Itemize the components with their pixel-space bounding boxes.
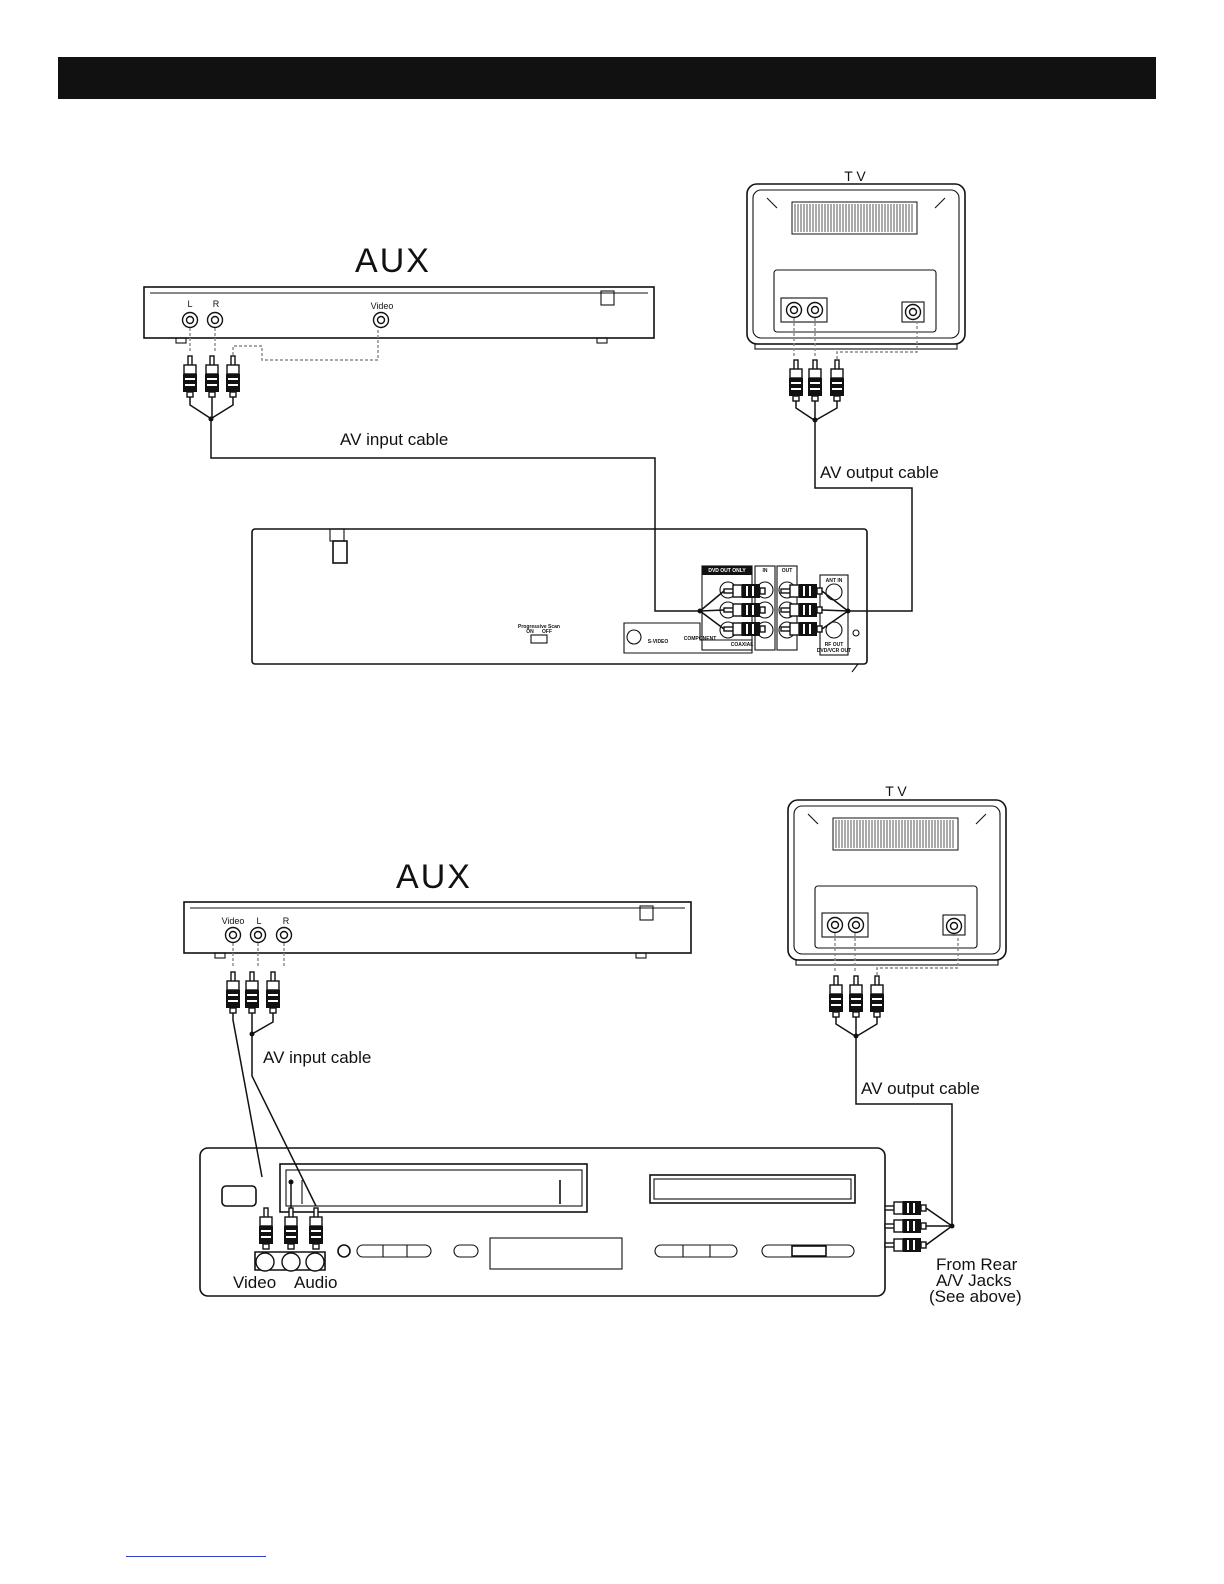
rear-ant-in-label: ANT IN (826, 578, 843, 584)
rear-dvd-out-label: DVD OUT ONLY (708, 568, 746, 574)
rear-in-label: IN (763, 568, 768, 574)
bottom-aux-jack-r: R (283, 916, 290, 926)
top-tv-label: T V (844, 168, 866, 184)
rear-on-label: ON (526, 629, 534, 635)
rear-prog-scan-label: Progressive Scan (518, 624, 560, 630)
top-aux-jack-l: L (187, 299, 192, 309)
top-output-cable-label: AV output cable (820, 463, 939, 482)
front-audio-label: Audio (294, 1273, 337, 1292)
top-aux-label: AUX (355, 242, 431, 280)
top-aux-jack-video: Video (371, 301, 394, 311)
rear-svideo-label: S-VIDEO (648, 639, 669, 645)
top-tv-plugs (789, 318, 917, 423)
bottom-tv-label: T V (885, 783, 907, 799)
top-tv (747, 184, 965, 349)
rear-out-label: OUT (782, 568, 793, 574)
rear-component-label: COMPONENT (684, 636, 717, 642)
front-video-label: Video (233, 1273, 276, 1292)
bottom-aux-label: AUX (396, 858, 472, 896)
rear-note-line-3: (See above) (929, 1287, 1022, 1306)
bottom-aux-unit (184, 902, 691, 958)
top-dvd-vcr-rear (252, 529, 867, 672)
top-aux-plugs (183, 328, 378, 422)
footer-rule (126, 1556, 266, 1557)
top-input-cable (211, 419, 700, 611)
bottom-aux-plugs (226, 943, 316, 1206)
bottom-tv (788, 800, 1006, 965)
top-aux-jack-r: R (213, 299, 220, 309)
rear-off-label: OFF (542, 629, 552, 635)
bottom-aux-jack-l: L (256, 916, 261, 926)
bottom-tv-plugs (829, 933, 958, 1039)
top-aux-unit (144, 287, 654, 343)
rear-coaxial-label: COAXIAL (731, 642, 754, 648)
rear-rf-out-sub-label: DVD/VCR OUT (817, 648, 851, 654)
bottom-output-cable-label: AV output cable (861, 1079, 980, 1098)
bottom-aux-jack-video: Video (222, 916, 245, 926)
bottom-input-cable-label: AV input cable (263, 1048, 371, 1067)
bottom-output-cable (856, 1036, 952, 1226)
top-input-cable-label: AV input cable (340, 430, 448, 449)
